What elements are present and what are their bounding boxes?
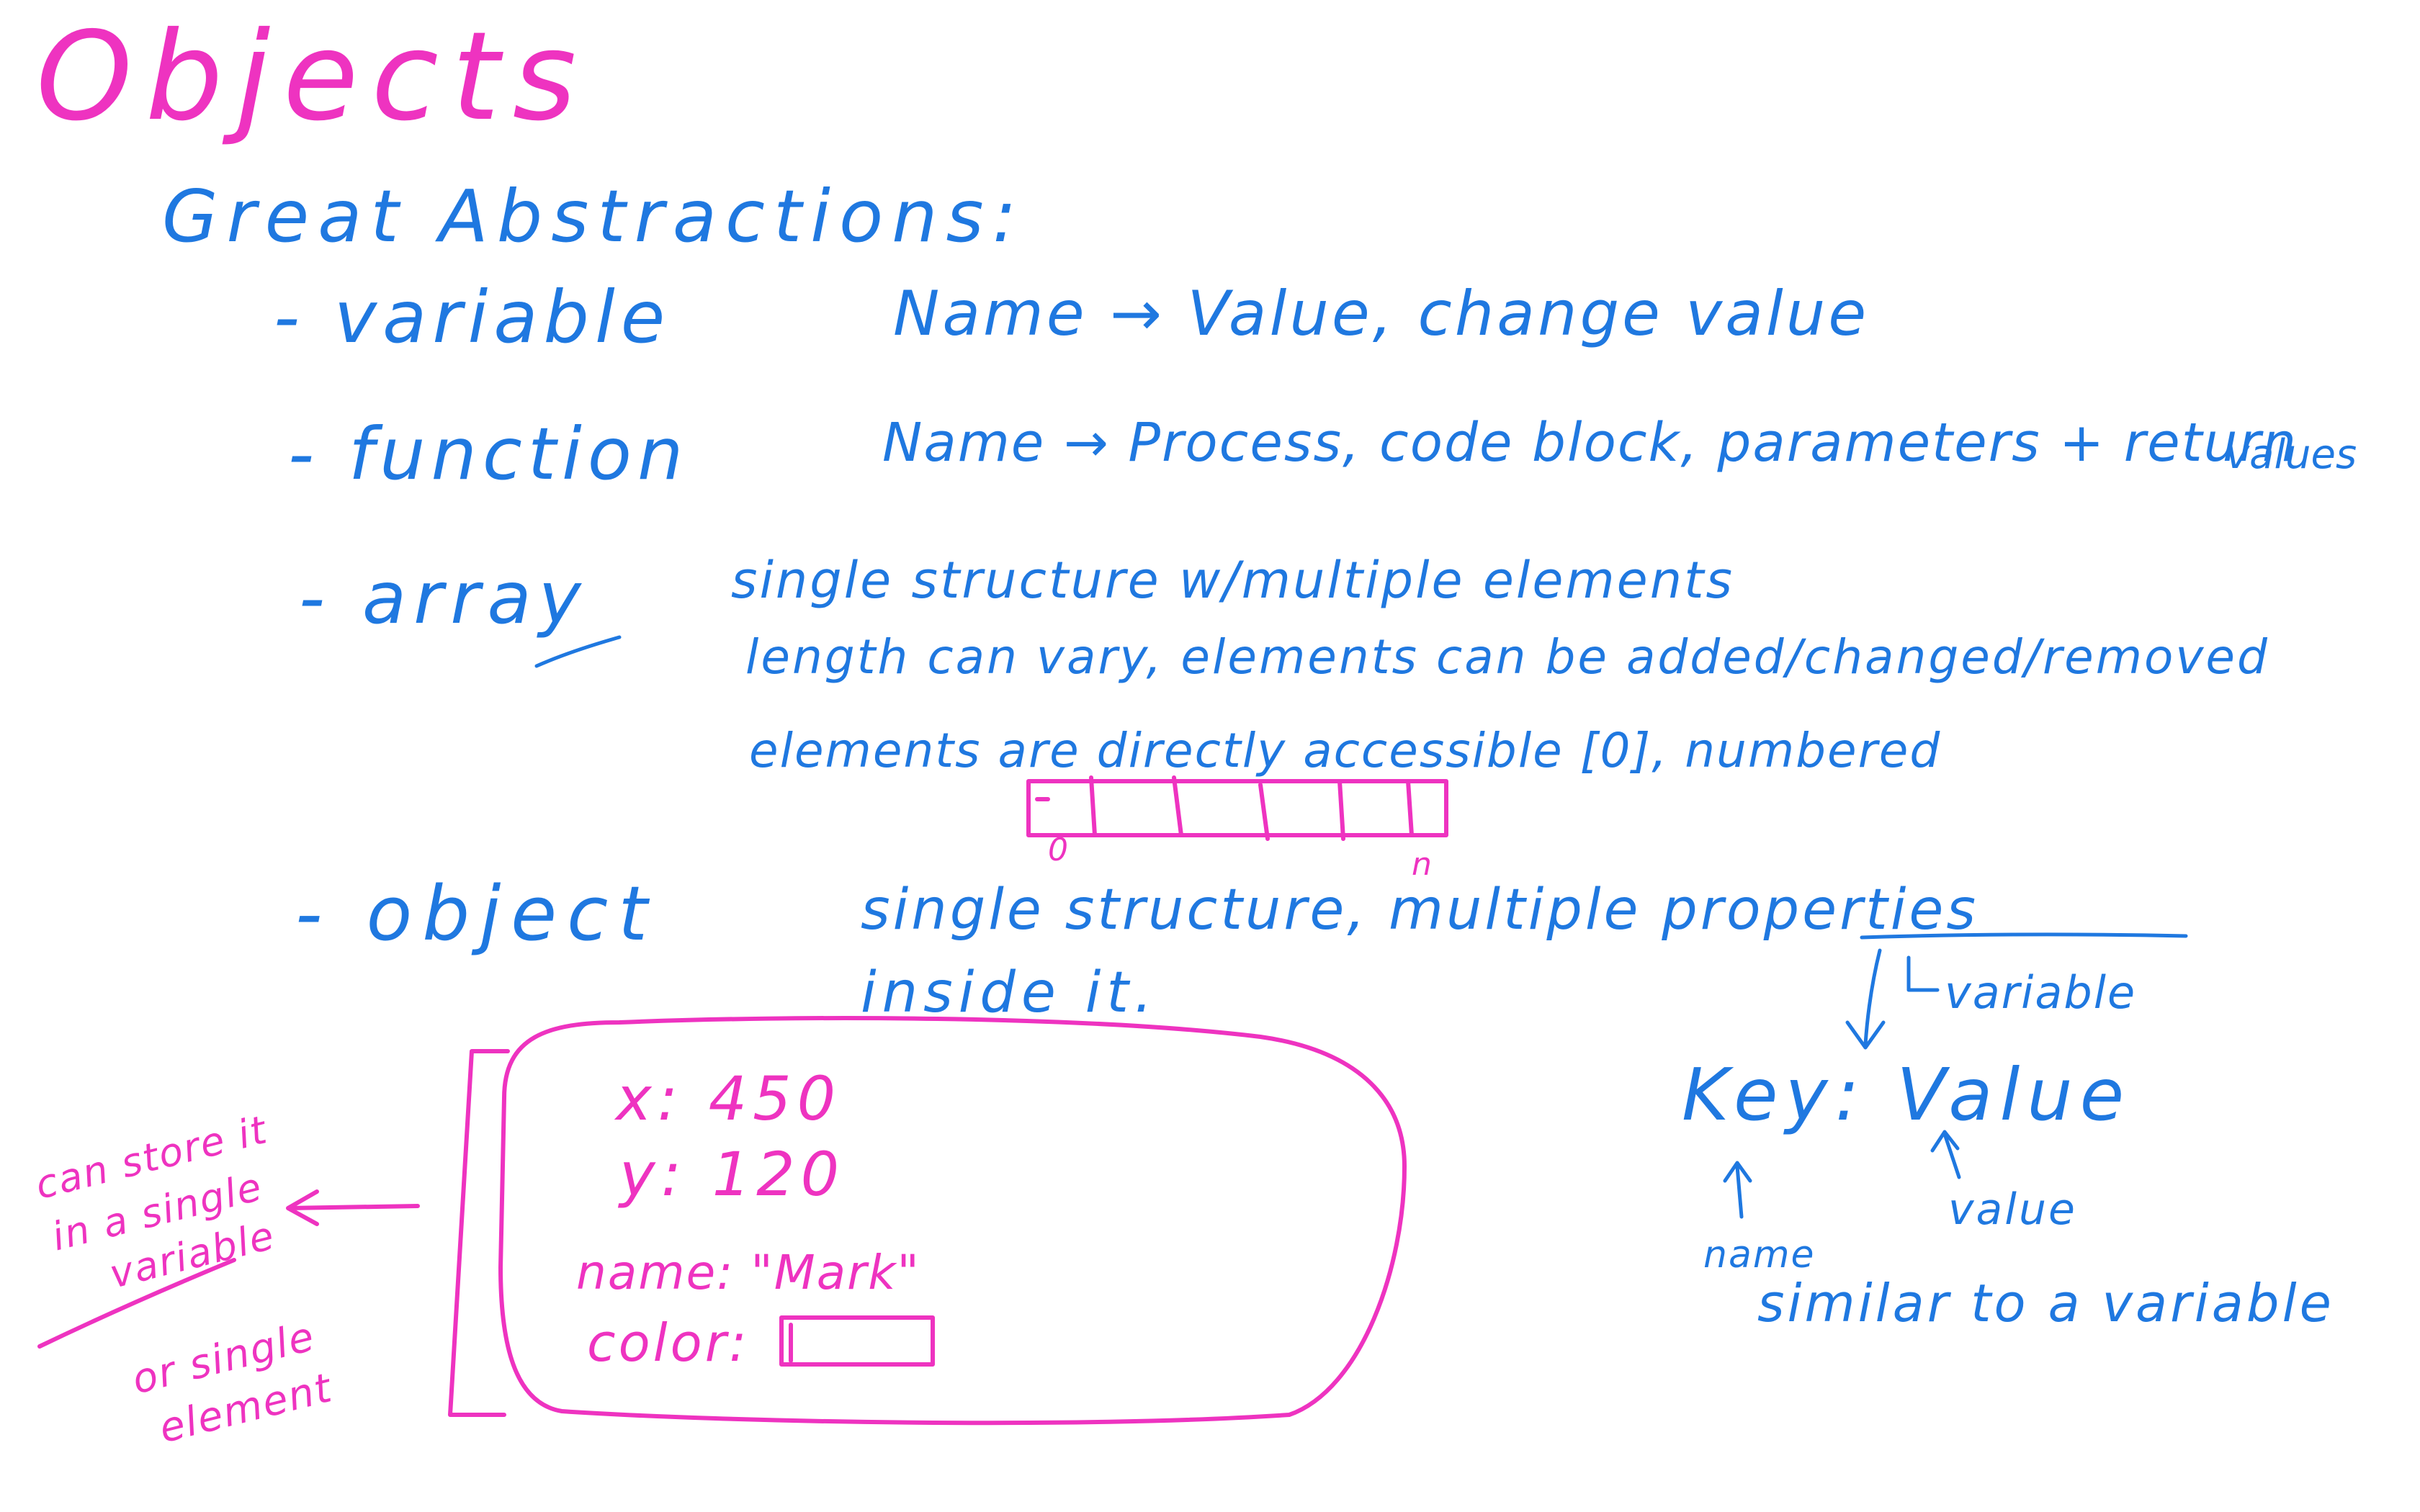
desc-array-2: length can vary, elements can be added/c… bbox=[745, 629, 2269, 685]
left-note-divider bbox=[37, 1258, 236, 1349]
term-function: - function bbox=[288, 412, 689, 496]
desc-function: Name → Process, code block, parameters +… bbox=[882, 412, 2298, 474]
prop-y: y: 120 bbox=[617, 1139, 845, 1210]
prop-name: name: "Mark" bbox=[576, 1245, 920, 1300]
properties-underline bbox=[1860, 932, 2188, 940]
value-label: value bbox=[1948, 1184, 2077, 1235]
desc-array-3: elements are directly accessible [0], nu… bbox=[749, 723, 1941, 778]
properties-arrow bbox=[1845, 948, 1886, 1050]
left-note-arrow bbox=[286, 1189, 420, 1226]
desc-function-values: values bbox=[2226, 431, 2357, 478]
array-underline bbox=[534, 635, 622, 668]
color-swatch bbox=[779, 1315, 935, 1367]
term-variable: - variable bbox=[274, 275, 671, 359]
prop-x: x: 450 bbox=[614, 1063, 841, 1134]
prop-color: color: bbox=[587, 1313, 750, 1373]
similar-label: similar to a variable bbox=[1757, 1273, 2334, 1333]
variable-arrow bbox=[1906, 955, 1940, 992]
name-arrow bbox=[1723, 1161, 1752, 1219]
desc-object-2: inside it. bbox=[861, 960, 1158, 1025]
array-start-label: 0 bbox=[1048, 832, 1068, 868]
object-example bbox=[448, 1016, 1407, 1426]
desc-array-1: single structure w/multiple elements bbox=[731, 551, 1734, 610]
key-value-label: Key: Value bbox=[1682, 1053, 2131, 1137]
variable-label: variable bbox=[1945, 966, 2136, 1019]
array-end-label: n bbox=[1412, 846, 1432, 883]
desc-variable: Name → Value, change value bbox=[893, 278, 1869, 350]
term-array: - array bbox=[299, 556, 588, 640]
term-object: - object bbox=[295, 870, 658, 958]
value-arrow bbox=[1930, 1130, 1961, 1179]
desc-object-1: single structure, multiple properties bbox=[861, 878, 1978, 942]
array-diagram bbox=[1026, 775, 1448, 841]
section-heading: Great Abstractions: bbox=[162, 174, 1025, 258]
page-title: Objects bbox=[36, 6, 589, 148]
name-label: name bbox=[1703, 1233, 1815, 1277]
